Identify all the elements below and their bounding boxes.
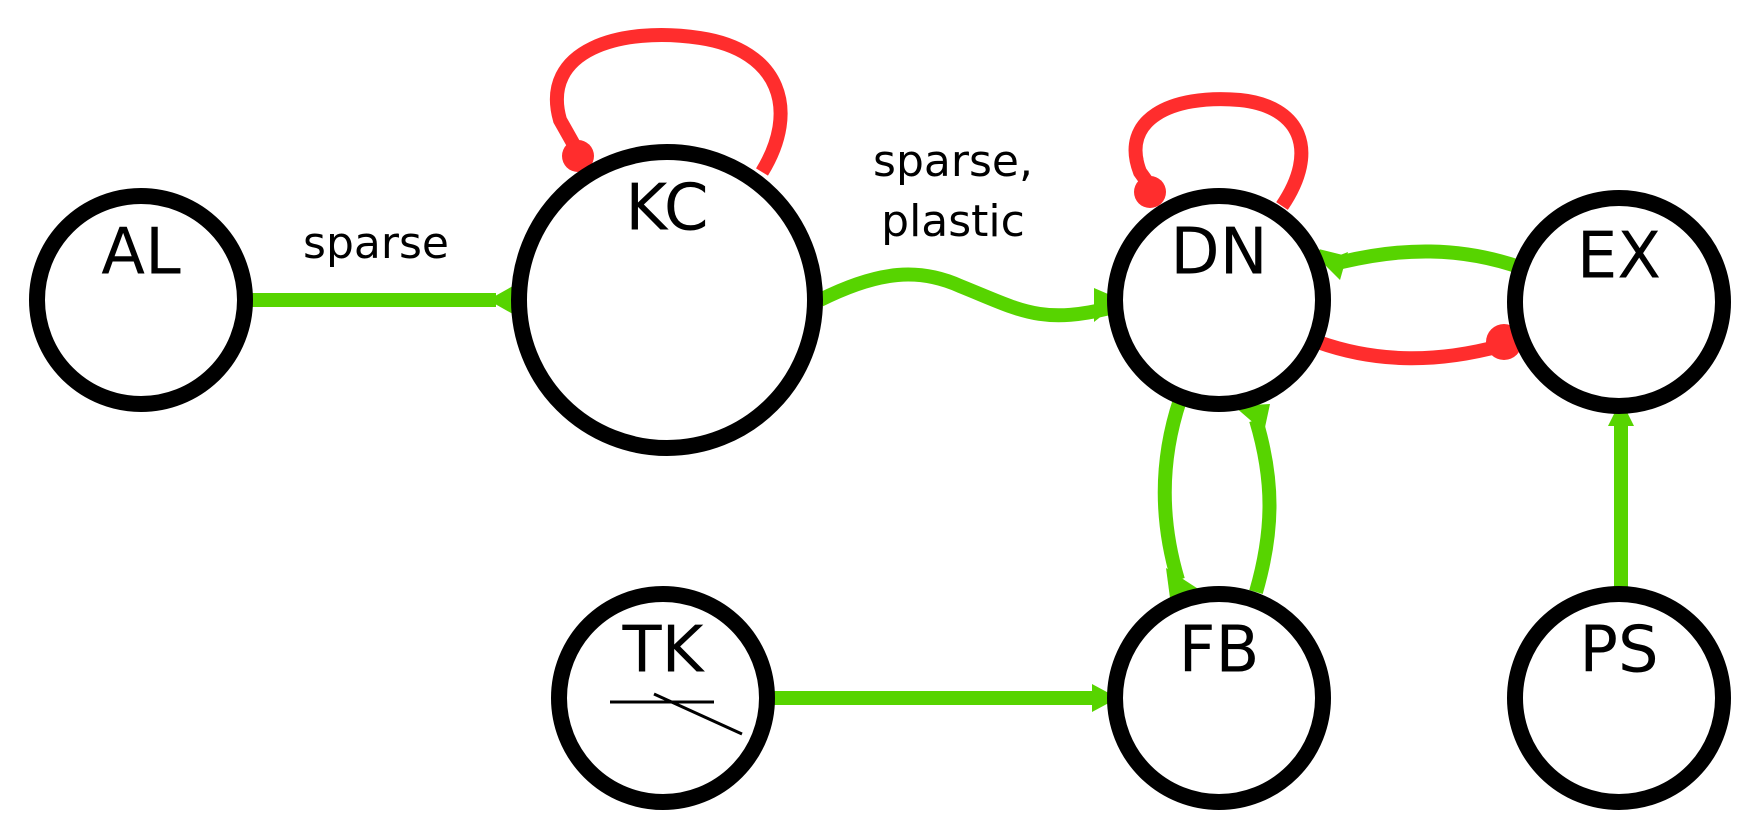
node-ps: PS xyxy=(1507,586,1731,810)
node-al: AL xyxy=(29,188,253,412)
node-ex-label: EX xyxy=(1577,220,1661,294)
inhibitory-dot-dn-self xyxy=(1134,176,1166,208)
node-al-label: AL xyxy=(101,216,181,290)
edge-dn-self xyxy=(1128,92,1309,210)
arrowhead-ex-dn xyxy=(1322,252,1348,280)
edge-dn-fb xyxy=(1157,397,1206,598)
edge-ps-ex xyxy=(1608,400,1634,592)
node-ex: EX xyxy=(1507,190,1731,414)
edge-al-kc xyxy=(238,282,520,318)
node-fb: FB xyxy=(1107,586,1331,810)
node-tk-label: TK xyxy=(621,614,705,688)
node-dn: DN xyxy=(1107,188,1331,412)
arrowhead-fb-dn xyxy=(1234,404,1270,432)
edge-tk-fb xyxy=(772,684,1118,712)
node-dn-label: DN xyxy=(1170,216,1267,290)
arrowhead-tk-fb xyxy=(1092,684,1118,712)
node-kc: KC xyxy=(511,144,823,456)
edge-ex-dn xyxy=(1316,244,1525,280)
edge-fb-dn xyxy=(1234,404,1277,594)
node-kc-label: KC xyxy=(625,172,708,246)
tk-slash-mark xyxy=(653,692,743,736)
edge-kc-self xyxy=(549,28,788,176)
edge-label-kc-dn-line2: plastic xyxy=(881,196,1025,247)
node-ps-label: PS xyxy=(1579,614,1658,688)
edge-kc-dn xyxy=(816,267,1122,323)
edge-label-al-kc: sparse xyxy=(303,218,449,269)
inhibitory-dot-kc-self xyxy=(562,140,594,172)
edge-label-kc-dn-line1: sparse, xyxy=(873,136,1033,187)
edge-dn-ex xyxy=(1315,324,1522,366)
node-fb-label: FB xyxy=(1179,614,1260,688)
node-tk: TK xyxy=(551,586,775,810)
